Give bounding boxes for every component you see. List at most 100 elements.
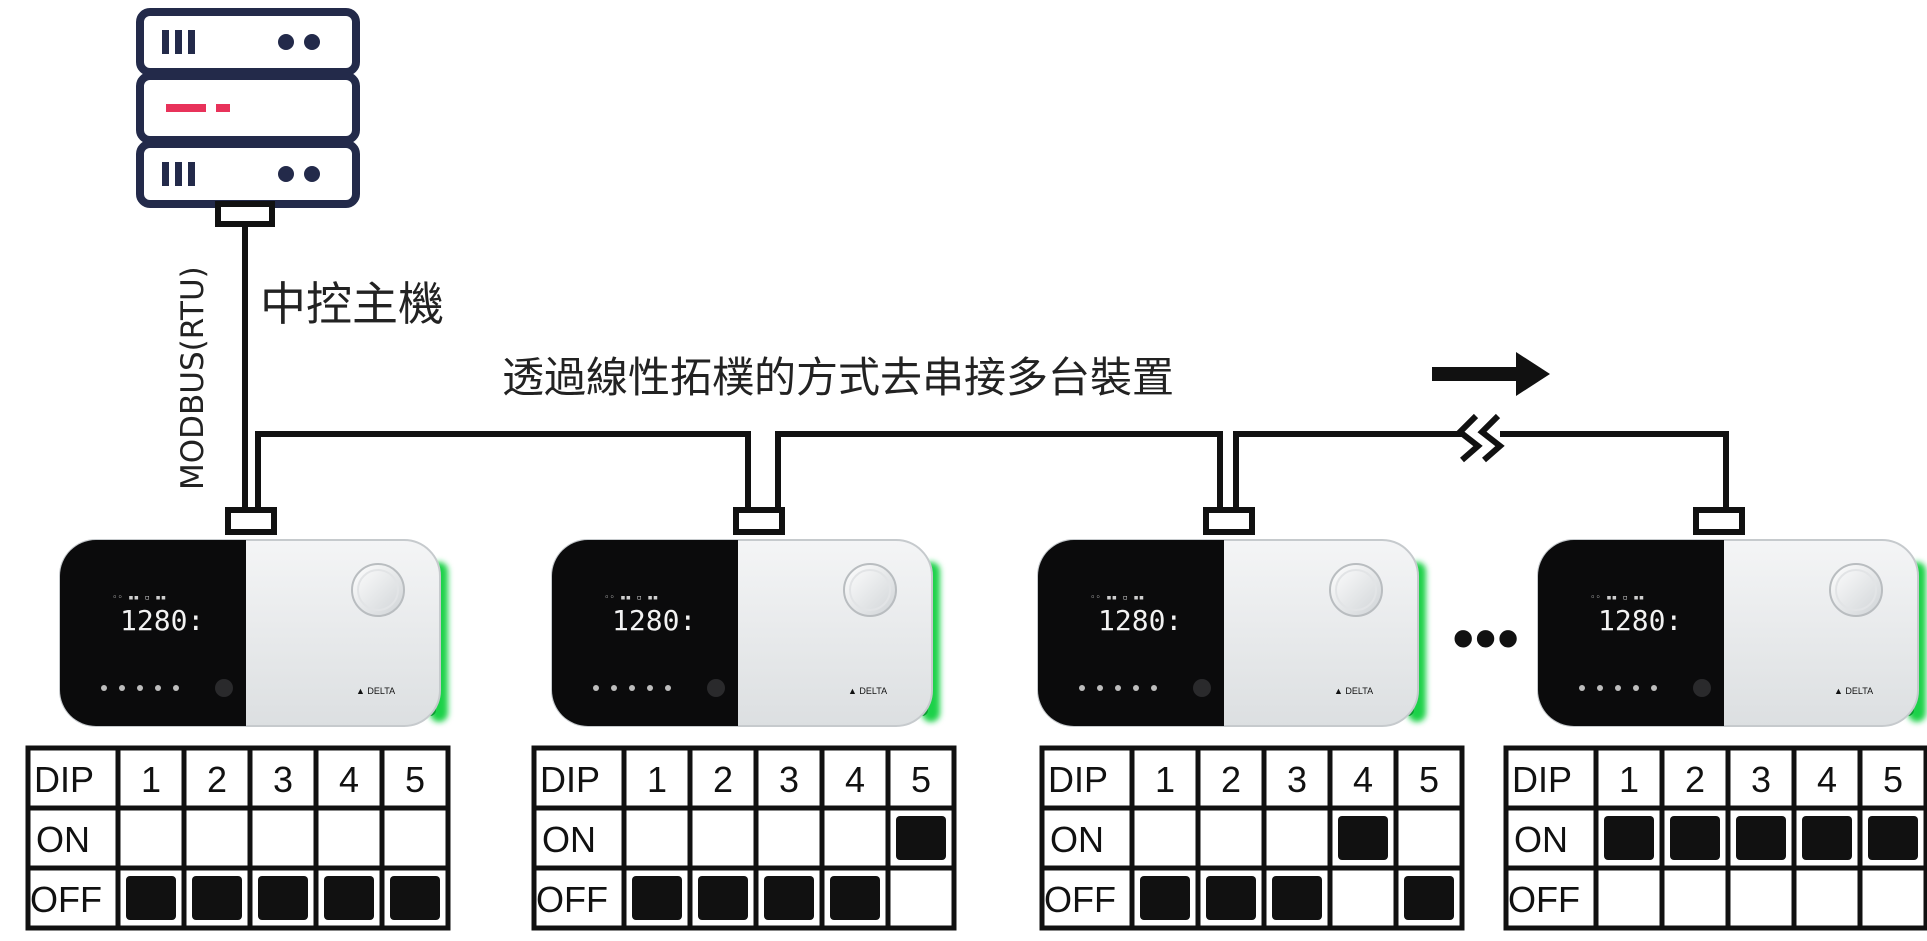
device-screen <box>552 540 738 726</box>
dip-column-header: 1 <box>1155 759 1175 800</box>
dip-column-header: 4 <box>1353 759 1373 800</box>
dip-off-label: OFF <box>1044 879 1116 920</box>
dip-column-header: 4 <box>1817 759 1837 800</box>
dip-column-header: 5 <box>1883 759 1903 800</box>
screen-icon-row <box>101 685 179 691</box>
sensor-icon <box>707 679 725 697</box>
sensor-icon <box>215 679 233 697</box>
screen-status-icons: ◦◦ ▪▪ ▫ ▪▪ <box>112 593 166 603</box>
dip-switch-on <box>896 816 946 860</box>
dip-switch-off <box>126 876 176 920</box>
dip-column-header: 3 <box>1751 759 1771 800</box>
power-button[interactable] <box>1329 563 1383 617</box>
dip-table: DIP ON OFF 1 2 3 4 5 <box>1503 745 1927 931</box>
display-value: 1280: <box>1598 604 1682 637</box>
dip-switch-off <box>1272 876 1322 920</box>
dip-table: DIP ON OFF 1 2 3 4 5 <box>1039 745 1465 931</box>
device-1: ◦◦ ▪▪ ▫ ▪▪1280:▲ DELTA <box>59 507 448 727</box>
break-symbol-icon <box>1455 413 1505 463</box>
bus-wiring <box>255 431 1729 510</box>
dip-column-header: 3 <box>779 759 799 800</box>
brand-logo: ▲ DELTA <box>848 686 887 696</box>
power-button[interactable] <box>1829 563 1883 617</box>
dip-table: DIP ON OFF 1 2 3 4 5 <box>25 745 451 931</box>
display-value: 1280: <box>612 604 696 637</box>
protocol-label: MODBUS(RTU) <box>175 266 211 490</box>
brand-logo: ▲ DELTA <box>1334 686 1373 696</box>
host-label: 中控主機 <box>260 277 444 331</box>
caption: 透過線性拓樸的方式去串接多台裝置 <box>502 353 1174 402</box>
dip-column-header: 2 <box>1685 759 1705 800</box>
dip-on-label: ON <box>542 819 596 860</box>
dip-header-label: DIP <box>1512 759 1572 800</box>
sensor-icon <box>1193 679 1211 697</box>
dip-column-header: 3 <box>273 759 293 800</box>
dip-switch-off <box>632 876 682 920</box>
power-button[interactable] <box>351 563 405 617</box>
dip-column-header: 5 <box>911 759 931 800</box>
dip-column-header: 3 <box>1287 759 1307 800</box>
dip-switch-on <box>1670 816 1720 860</box>
server-connector <box>215 201 275 227</box>
device-3: ◦◦ ▪▪ ▫ ▪▪1280: ▲ DELTA <box>1037 507 1426 727</box>
dip-off-label: OFF <box>536 879 608 920</box>
dip-on-label: ON <box>1514 819 1568 860</box>
dip-column-header: 2 <box>713 759 733 800</box>
dip-switch-on <box>1868 816 1918 860</box>
dip-off-label: OFF <box>1508 879 1580 920</box>
arrow-right-icon <box>1432 352 1550 396</box>
device-4: ◦◦ ▪▪ ▫ ▪▪1280:▲ DELTA <box>1537 507 1926 727</box>
dip-on-label: ON <box>1050 819 1104 860</box>
dip-switch-off <box>324 876 374 920</box>
power-button[interactable] <box>843 563 897 617</box>
screen-icon-row <box>1079 685 1157 691</box>
dip-column-header: 1 <box>141 759 161 800</box>
dip-switch-off <box>830 876 880 920</box>
ellipsis: ••• <box>1452 602 1519 674</box>
display-value: 1280: <box>1098 604 1182 637</box>
device-screen <box>60 540 246 726</box>
dip-header-label: DIP <box>540 759 600 800</box>
screen-icon-row <box>593 685 671 691</box>
dip-switch-off <box>1140 876 1190 920</box>
dip-switch-off <box>258 876 308 920</box>
device-connector <box>1693 507 1745 535</box>
dip-header-label: DIP <box>34 759 94 800</box>
dip-column-header: 1 <box>647 759 667 800</box>
dip-header-label: DIP <box>1048 759 1108 800</box>
server-icon <box>136 8 360 208</box>
device-connector <box>225 507 277 535</box>
dip-switch-off <box>1206 876 1256 920</box>
device-connector <box>733 507 785 535</box>
dip-switch-on <box>1736 816 1786 860</box>
screen-icon-row <box>1579 685 1657 691</box>
dip-switch-on <box>1338 816 1388 860</box>
brand-logo: ▲ DELTA <box>356 686 395 696</box>
dip-column-header: 4 <box>339 759 359 800</box>
device-connector <box>1203 507 1255 535</box>
dip-column-header: 2 <box>1221 759 1241 800</box>
dip-column-header: 2 <box>207 759 227 800</box>
screen-status-icons: ◦◦ ▪▪ ▫ ▪▪ <box>604 593 658 603</box>
dip-switch-off <box>390 876 440 920</box>
dip-switch-on <box>1802 816 1852 860</box>
device-screen <box>1038 540 1224 726</box>
device-screen <box>1538 540 1724 726</box>
screen-status-icons: ◦◦ ▪▪ ▫ ▪▪ <box>1090 593 1144 603</box>
dip-column-header: 1 <box>1619 759 1639 800</box>
dip-switch-off <box>1404 876 1454 920</box>
dip-switch-off <box>698 876 748 920</box>
dip-switch-off <box>192 876 242 920</box>
screen-status-icons: ◦◦ ▪▪ ▫ ▪▪ <box>1590 593 1644 603</box>
dip-column-header: 5 <box>405 759 425 800</box>
sensor-icon <box>1693 679 1711 697</box>
device-2: ◦◦ ▪▪ ▫ ▪▪1280: ▲ DELTA <box>551 507 940 727</box>
dip-column-header: 5 <box>1419 759 1439 800</box>
dip-off-label: OFF <box>30 879 102 920</box>
dip-column-header: 4 <box>845 759 865 800</box>
dip-switch-on <box>1604 816 1654 860</box>
dip-on-label: ON <box>36 819 90 860</box>
dip-table: DIP ON OFF 1 2 3 4 5 <box>531 745 957 931</box>
dip-switch-off <box>764 876 814 920</box>
